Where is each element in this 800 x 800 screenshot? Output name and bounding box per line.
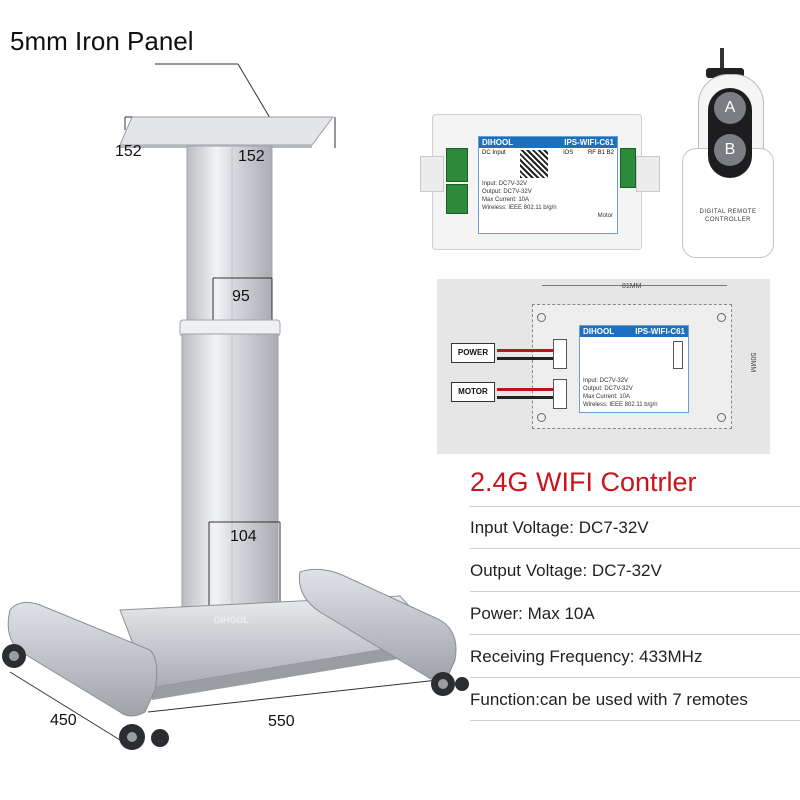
controller-model: IPS-WIFI-C61 — [564, 138, 614, 147]
spec-row-frequency: Receiving Frequency: 433MHz — [470, 636, 800, 678]
iron-panel — [119, 116, 334, 146]
ios-label: iOS — [563, 150, 574, 156]
remote-controller-photo: A B DIGITAL REMOTE CONTROLLER — [678, 48, 778, 260]
dc-input-label: DC Input — [482, 150, 506, 156]
spec-heading: 2.4G WIFI Contrler — [470, 467, 697, 497]
remote-button-a: A — [714, 92, 746, 124]
spec-line: Output: DC7V-32V — [482, 189, 532, 195]
motor-tag: MOTOR — [451, 382, 495, 402]
dim-lower-column: 104 — [230, 528, 257, 545]
column-badge: DIHOOL — [214, 615, 249, 625]
diagram-width-label: 81MM — [622, 283, 642, 290]
diagram-height-label: 50MM — [749, 352, 757, 373]
dim-panel-depth: 152 — [238, 148, 265, 165]
dim-base-depth: 450 — [50, 712, 77, 729]
spec-line: Max Current: 10A — [583, 394, 631, 400]
rf-label: RF — [587, 150, 596, 156]
controller-brand: DIHOOL — [482, 138, 514, 147]
remote-label: DIGITAL REMOTE CONTROLLER — [699, 209, 757, 223]
wiring-diagram: 81MM 50MM DIHOOL IPS-WIFI-C61 Input: DC7V… — [437, 279, 770, 454]
spec-row-input-voltage: Input Voltage: DC7-32V — [470, 507, 800, 549]
spec-row-output-voltage: Output Voltage: DC7-32V — [470, 550, 800, 592]
power-tag: POWER — [451, 343, 495, 363]
caster-wheel — [2, 644, 469, 750]
lifting-stand-illustration — [2, 63, 469, 750]
b2-label: B2 — [606, 150, 614, 156]
dim-panel-width: 152 — [115, 143, 142, 160]
diagram-model: IPS-WIFI-C61 — [635, 327, 685, 336]
wifi-controller-photo: DIHOOL IPS-WIFI-C61 DC Input iOS RF B1 B2… — [420, 108, 660, 258]
spec-line: Input: DC7V-32V — [583, 378, 629, 384]
spec-line: Output: DC7V-32V — [583, 386, 633, 392]
qr-code-icon — [520, 150, 549, 178]
b1-label: B1 — [597, 150, 605, 156]
dim-base-width: 550 — [268, 713, 295, 730]
spec-row-power: Power: Max 10A — [470, 593, 800, 635]
spec-line: Wireless: IEEE 802.11 b/g/n — [583, 402, 658, 408]
remote-button-b: B — [714, 134, 746, 166]
spec-line: Input: DC7V-32V — [482, 181, 528, 187]
page-title: 5mm Iron Panel — [10, 26, 194, 56]
spec-line: Max Current: 10A — [482, 197, 530, 203]
lower-column — [181, 333, 279, 635]
spec-row-function: Function:can be used with 7 remotes — [470, 679, 800, 721]
dim-upper-column: 95 — [232, 288, 250, 305]
right-foot — [298, 568, 457, 681]
left-foot — [7, 601, 158, 717]
upper-column — [186, 145, 273, 329]
spec-line: Wireless: IEEE 802.11 b/g/n — [482, 205, 557, 211]
motor-label: Motor — [597, 213, 613, 219]
diagram-brand: DIHOOL — [583, 327, 615, 336]
